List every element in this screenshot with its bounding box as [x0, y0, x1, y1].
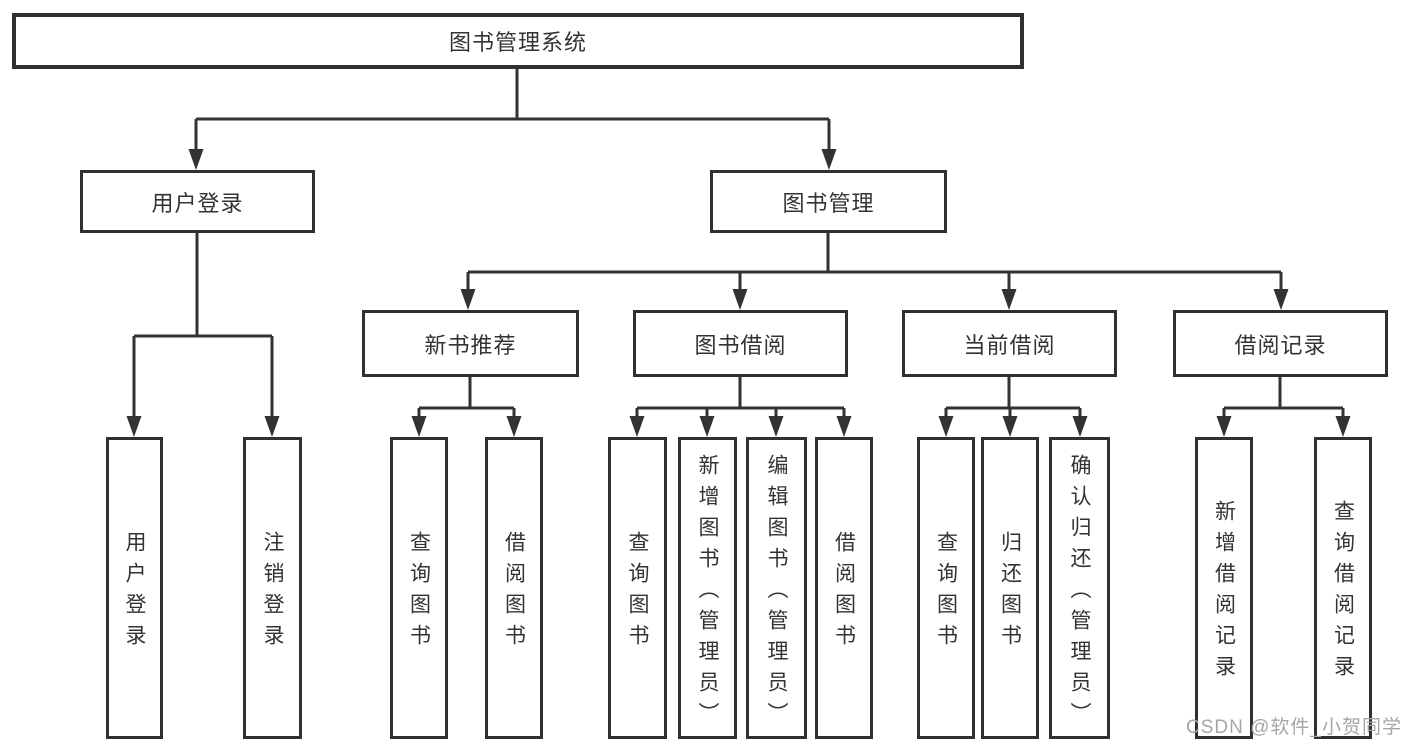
arrowhead-icon	[1273, 289, 1289, 310]
leaf-borrow-books-recommend: 借阅图书	[485, 437, 543, 739]
leaf-confirm-return-admin: 确认归还（管理员）	[1049, 437, 1110, 739]
leaf-label: 新增借阅记录	[1212, 500, 1236, 686]
leaf-edit-book-admin: 编辑图书（管理员）	[746, 437, 807, 739]
arrowhead-icon	[264, 416, 280, 437]
leaf-query-books-current: 查询图书	[917, 437, 975, 739]
leaf-label: 查询图书	[407, 531, 431, 655]
leaf-label: 归还图书	[998, 531, 1022, 655]
leaf-label: 确认归还（管理员）	[1068, 453, 1091, 733]
arrowhead-icon	[732, 289, 748, 310]
arrowhead-icon	[699, 416, 715, 437]
leaf-label: 查询图书	[626, 531, 649, 655]
arrowhead-icon	[629, 416, 645, 437]
leaf-query-books-borrow: 查询图书	[608, 437, 667, 739]
node-label: 图书管理系统	[448, 30, 587, 55]
node-current-borrow: 当前借阅	[902, 310, 1117, 377]
arrowhead-icon	[188, 149, 204, 170]
csdn-watermark: CSDN @软件_小贺同学	[1186, 717, 1402, 738]
node-new-book-recommend: 新书推荐	[362, 310, 579, 377]
leaf-return-book: 归还图书	[981, 437, 1039, 739]
node-book-management: 图书管理	[710, 170, 947, 233]
leaf-label: 注销登录	[261, 531, 284, 655]
arrowhead-icon	[938, 416, 954, 437]
arrowhead-icon	[1072, 416, 1088, 437]
node-label: 借阅记录	[1234, 332, 1327, 358]
node-user-login: 用户登录	[80, 170, 315, 233]
leaf-query-borrow-record: 查询借阅记录	[1314, 437, 1372, 739]
leaf-label: 用户登录	[123, 531, 146, 655]
leaf-add-borrow-record: 新增借阅记录	[1195, 437, 1253, 739]
arrowhead-icon	[460, 289, 476, 310]
leaf-label: 查询借阅记录	[1331, 500, 1355, 686]
node-label: 图书借阅	[694, 332, 787, 358]
arrowhead-icon	[506, 416, 522, 437]
arrowhead-icon	[1335, 416, 1351, 437]
leaf-logout: 注销登录	[243, 437, 302, 739]
leaf-add-book-admin: 新增图书（管理员）	[678, 437, 737, 739]
arrowhead-icon	[1002, 416, 1018, 437]
node-book-borrow: 图书借阅	[633, 310, 848, 377]
arrowhead-icon	[411, 416, 427, 437]
node-label: 用户登录	[151, 190, 244, 216]
leaf-query-books-recommend: 查询图书	[390, 437, 448, 739]
leaf-label: 借阅图书	[832, 531, 856, 655]
arrowhead-icon	[1001, 289, 1017, 310]
node-borrow-records: 借阅记录	[1173, 310, 1388, 377]
leaf-label: 查询图书	[934, 531, 958, 655]
leaf-borrow-books: 借阅图书	[815, 437, 873, 739]
arrowhead-icon	[768, 416, 784, 437]
arrowhead-icon	[821, 149, 837, 170]
node-label: 当前借阅	[963, 332, 1056, 358]
arrowhead-icon	[836, 416, 852, 437]
node-label: 图书管理	[782, 190, 875, 216]
arrowhead-icon	[1216, 416, 1232, 437]
leaf-user-login: 用户登录	[106, 437, 163, 739]
node-root: 图书管理系统	[12, 13, 1024, 69]
node-label: 新书推荐	[424, 332, 517, 358]
leaf-label: 借阅图书	[502, 531, 526, 655]
leaf-label: 新增图书（管理员）	[696, 453, 719, 733]
leaf-label: 编辑图书（管理员）	[765, 453, 788, 733]
arrowhead-icon	[126, 416, 142, 437]
